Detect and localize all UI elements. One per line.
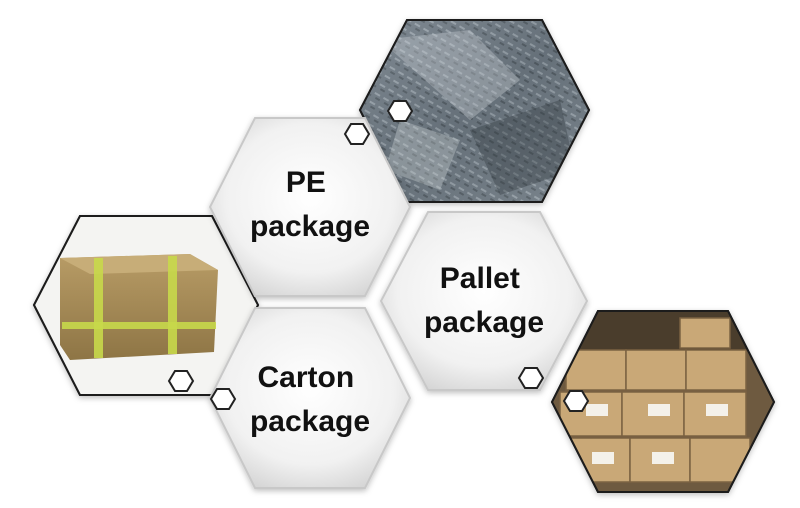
pallet-package-label: Pallet package xyxy=(424,262,544,339)
pallet-package-hex: Pallet package xyxy=(379,211,589,391)
carton-package-line-2: package xyxy=(250,405,370,438)
carton-package-label: Carton package xyxy=(250,361,370,438)
stacked-cartons-photo xyxy=(552,311,774,492)
pe-package-line-2: package xyxy=(250,210,370,243)
carton-package-line-1: Carton xyxy=(257,361,354,394)
small-hex-marker-icon xyxy=(386,100,414,122)
carton-package-hex: Carton package xyxy=(208,307,412,489)
strapped-carton-photo xyxy=(34,216,258,395)
small-hex-marker-icon xyxy=(167,370,195,392)
pe-package-line-1: PE xyxy=(286,166,326,199)
small-hex-marker-icon xyxy=(209,388,237,410)
pe-package-hex: PE package xyxy=(208,117,412,297)
pallet-package-line-1: Pallet xyxy=(440,262,520,295)
small-hex-marker-icon xyxy=(517,367,545,389)
small-hex-marker-icon xyxy=(562,390,590,412)
small-hex-marker-icon xyxy=(343,123,371,145)
pe-package-label: PE package xyxy=(250,166,370,243)
pe-photo-hex xyxy=(358,19,591,203)
pallet-package-line-2: package xyxy=(424,306,544,339)
pallet-photo-hex xyxy=(550,310,776,493)
carton-photo-hex xyxy=(32,215,260,396)
